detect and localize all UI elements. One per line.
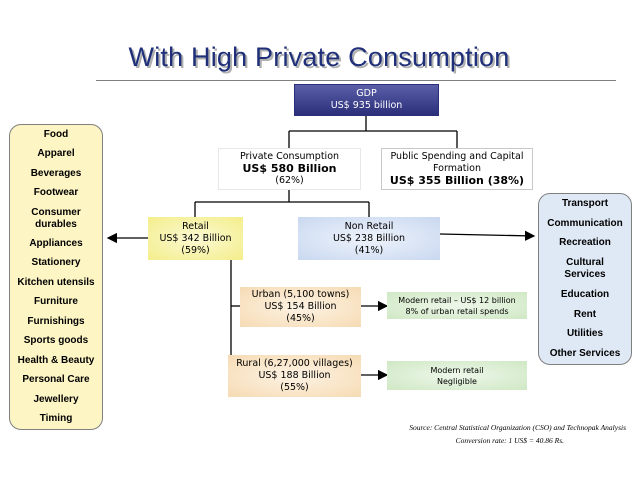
list-item: Rent	[573, 308, 597, 320]
list-item: Apparel	[37, 148, 75, 160]
list-item: Kitchen utensils	[17, 276, 95, 288]
private-consumption-box: Private Consumption US$ 580 Billion (62%…	[218, 148, 361, 190]
public-spending-box: Public Spending and Capital Formation US…	[381, 148, 533, 190]
public-spending-label: Public Spending and Capital	[390, 151, 524, 162]
modern-retail-urban-share: 8% of urban retail spends	[405, 306, 509, 316]
list-item: Beverages	[30, 167, 82, 179]
list-item: Cultural Services	[564, 257, 606, 281]
list-item: Sports goods	[23, 335, 89, 347]
non-retail-categories-list: Transport Communication Recreation Cultu…	[538, 193, 632, 365]
list-item: Other Services	[549, 348, 621, 360]
list-item: Jewellery	[33, 393, 79, 405]
modern-retail-rural-label: Modern retail	[430, 365, 484, 375]
list-item: Food	[43, 128, 69, 140]
conversion-note: Conversion rate: 1 US$ = 40.86 Rs.	[455, 436, 564, 445]
list-item: Communication	[547, 217, 623, 229]
list-item: Stationery	[31, 257, 81, 269]
modern-retail-rural-box: Modern retail Negligible	[387, 361, 527, 390]
retail-box: Retail US$ 342 Billion (59%)	[148, 217, 243, 260]
public-spending-label-2: Formation	[433, 163, 481, 174]
urban-share: (45%)	[286, 313, 315, 324]
list-item: Consumer durables	[31, 206, 81, 230]
retail-share: (59%)	[181, 244, 210, 256]
list-item: Transport	[561, 197, 609, 209]
private-consumption-label: Private Consumption	[239, 151, 340, 162]
slide-title: With High Private Consumption	[128, 42, 510, 72]
retail-label: Retail	[182, 220, 209, 232]
modern-retail-urban-label: Modern retail – US$ 12 billion	[398, 295, 516, 305]
gdp-box: GDP US$ 935 billion	[294, 84, 439, 116]
retail-categories-list: Food Apparel Beverages Footwear Consumer…	[9, 124, 103, 430]
private-consumption-value: US$ 580 Billion	[242, 162, 337, 175]
public-spending-value: US$ 355 Billion (38%)	[389, 174, 525, 187]
non-retail-label: Non Retail	[344, 220, 394, 232]
list-item: Furnishings	[27, 315, 85, 327]
non-retail-box: Non Retail US$ 238 Billion (41%)	[298, 217, 440, 260]
rural-value: US$ 188 Billion	[258, 370, 331, 381]
list-item: Recreation	[559, 237, 611, 249]
urban-value: US$ 154 Billion	[264, 301, 337, 312]
list-item: Utilities	[566, 328, 604, 340]
non-retail-value: US$ 238 Billion	[332, 232, 406, 244]
non-retail-share: (41%)	[354, 244, 384, 256]
list-item: Personal Care	[22, 374, 90, 386]
source-note: Source: Central Statistical Organization…	[409, 423, 626, 432]
urban-box: Urban (5,100 towns) US$ 154 Billion (45%…	[240, 287, 361, 327]
private-consumption-share: (62%)	[275, 175, 304, 186]
rural-label: Rural (6,27,000 villages)	[236, 358, 353, 369]
list-item: Timing	[39, 413, 73, 425]
list-item: Education	[560, 288, 610, 300]
list-item: Health & Beauty	[17, 354, 95, 366]
urban-label: Urban (5,100 towns)	[251, 289, 350, 300]
title-divider	[96, 80, 616, 81]
gdp-value: US$ 935 billion	[330, 100, 403, 111]
rural-share: (55%)	[280, 382, 309, 393]
list-item: Appliances	[29, 237, 83, 249]
modern-retail-rural-value: Negligible	[437, 376, 477, 386]
retail-value: US$ 342 Billion	[159, 232, 232, 244]
modern-retail-urban-box: Modern retail – US$ 12 billion 8% of urb…	[387, 292, 527, 319]
gdp-label: GDP	[356, 88, 377, 99]
rural-box: Rural (6,27,000 villages) US$ 188 Billio…	[228, 355, 361, 397]
list-item: Footwear	[33, 187, 79, 199]
list-item: Furniture	[34, 296, 78, 308]
